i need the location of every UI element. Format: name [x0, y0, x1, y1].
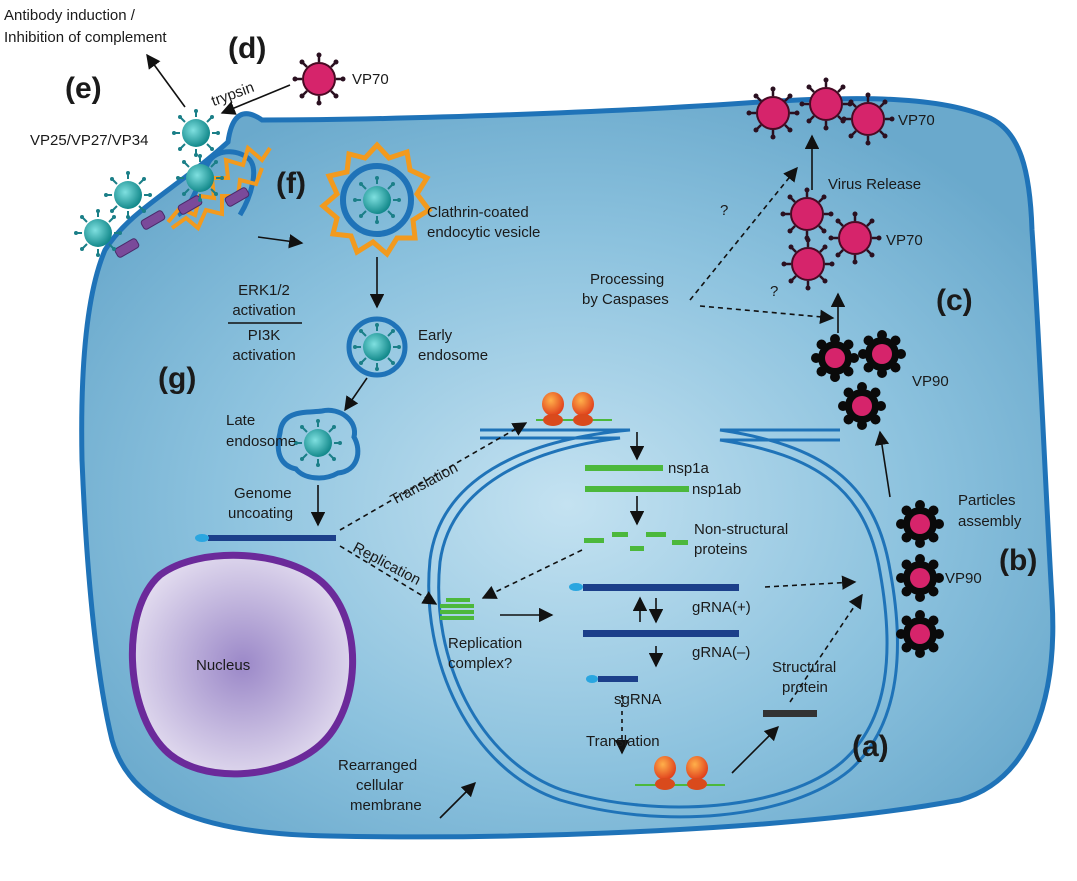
- early-endosome-label-line1: Early: [418, 327, 453, 344]
- erk-label-line1: ERK1/2: [238, 282, 290, 299]
- late-endosome-label-line2: endosome: [226, 433, 296, 450]
- early-endosome-icon: [346, 316, 408, 378]
- panel-d-label: (d): [228, 32, 266, 65]
- nsp1a-label: nsp1a: [668, 460, 710, 477]
- clathrin-label-line1: Clathrin-coated: [427, 204, 529, 221]
- particles-label-line2: assembly: [958, 513, 1022, 530]
- trypsin-label: trypsin: [209, 79, 256, 110]
- receptor-icon: [114, 187, 250, 258]
- panel-c-label: (c): [936, 284, 973, 317]
- sgRNA-label: sgRNA: [614, 691, 662, 708]
- question-mark-upper: ?: [720, 202, 728, 219]
- rearranged-membrane: [427, 428, 899, 819]
- vp90-lower-label: VP90: [945, 570, 982, 587]
- nonstructural-label-line1: Non-structural: [694, 521, 788, 538]
- nsp1ab-label: nsp1ab: [692, 481, 741, 498]
- replication-complex-label-line1: Replication: [448, 635, 522, 652]
- vp90-upper-label: VP90: [912, 373, 949, 390]
- antibody-label-line1: Antibody induction /: [4, 7, 136, 24]
- ribosome-icon: [536, 392, 725, 790]
- nonstructural-label-line2: proteins: [694, 541, 747, 558]
- early-endosome-label-line2: endosome: [418, 347, 488, 364]
- virus-release-label: Virus Release: [828, 176, 921, 193]
- erk-label-line2: activation: [232, 302, 295, 319]
- vp25-label: VP25/VP27/VP34: [30, 132, 148, 149]
- clathrin-label-line2: endocytic vesicle: [427, 224, 540, 241]
- late-endosome-label-line1: Late: [226, 412, 255, 429]
- vp70-top-label: VP70: [352, 71, 389, 88]
- panel-e-label: (e): [65, 72, 102, 105]
- nucleus-icon: [128, 551, 356, 778]
- pathway-arrows: [146, 53, 891, 819]
- question-mark-lower: ?: [770, 283, 778, 300]
- antibody-label-line2: Inhibition of complement: [4, 29, 167, 46]
- structural-label-line1: Structural: [772, 659, 836, 676]
- rearranged-label-line1: Rearranged: [338, 757, 417, 774]
- vp70-release-label: VP70: [898, 112, 935, 129]
- rna-strands: [195, 465, 817, 717]
- panel-g-label: (g): [158, 362, 196, 395]
- pi3k-label-line2: activation: [232, 347, 295, 364]
- vp70-mid-label: VP70: [886, 232, 923, 249]
- genome-label-line2: uncoating: [228, 505, 293, 522]
- panel-a-label: (a): [852, 730, 889, 763]
- panel-f-label: (f): [276, 167, 306, 200]
- replication-complex-label-line2: complex?: [448, 655, 512, 672]
- genome-label-line1: Genome: [234, 485, 292, 502]
- processing-label-line1: Processing: [590, 271, 664, 288]
- particles-label-line1: Particles: [958, 492, 1016, 509]
- translation-lower-label: Translation: [586, 733, 660, 750]
- processing-label-line2: by Caspases: [582, 291, 669, 308]
- pi3k-label-line1: PI3K: [248, 327, 281, 344]
- virus-vp70-icon: [291, 51, 347, 107]
- structural-label-line2: protein: [782, 679, 828, 696]
- gRNA-minus-label: gRNA(–): [692, 644, 750, 661]
- rearranged-label-line3: membrane: [350, 797, 422, 814]
- gRNA-plus-label: gRNA(+): [692, 599, 751, 616]
- late-endosome-icon: [275, 407, 361, 481]
- nucleus-label: Nucleus: [196, 657, 250, 674]
- rearranged-label-line2: cellular: [356, 777, 404, 794]
- panel-b-label: (b): [999, 544, 1037, 577]
- clathrin-vesicle-icon: [319, 141, 433, 258]
